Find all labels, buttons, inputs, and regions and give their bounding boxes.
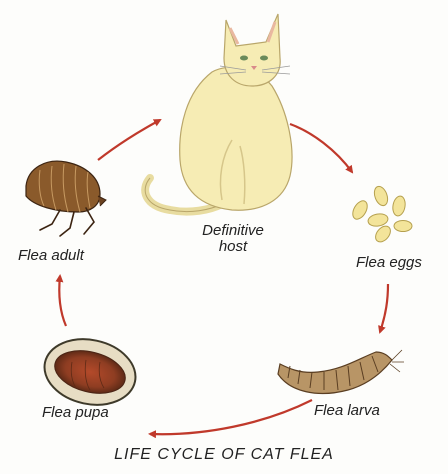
flea-eggs-illustration: [350, 185, 412, 245]
label-flea-pupa: Flea pupa: [42, 404, 109, 421]
arrow-pupa-to-adult: [59, 276, 66, 326]
label-flea-adult: Flea adult: [18, 247, 84, 264]
arrow-eggs-to-larva: [380, 284, 388, 332]
label-flea-eggs: Flea eggs: [356, 254, 422, 271]
arrow-larva-to-pupa: [150, 400, 312, 434]
label-definitive-host: Definitive host: [193, 222, 273, 255]
label-definitive-host-line1: Definitive: [193, 222, 273, 239]
arrow-adult-to-host: [98, 120, 160, 160]
label-definitive-host-line2: host: [193, 238, 273, 255]
cat-illustration: [145, 14, 292, 212]
flea-larva-illustration: [278, 350, 404, 393]
diagram-caption: LIFE CYCLE OF CAT FLEA: [0, 446, 448, 464]
label-flea-larva: Flea larva: [314, 402, 380, 419]
flea-adult-illustration: [26, 161, 106, 236]
arrow-host-to-eggs: [290, 124, 352, 172]
flea-pupa-illustration: [38, 331, 141, 413]
